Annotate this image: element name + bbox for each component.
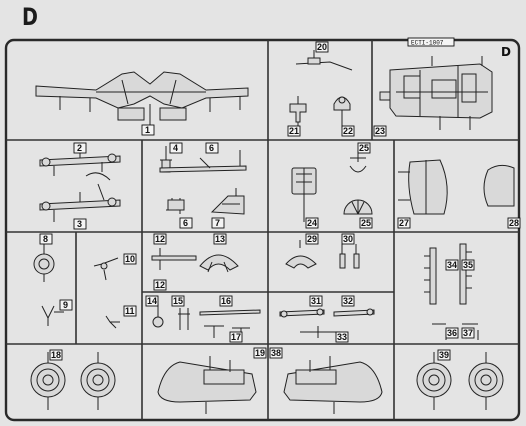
part-6-piece [166,198,185,214]
part-number-12-top: 12 [155,234,165,244]
part-11-lever [105,315,120,329]
part-number-19: 19 [255,348,265,358]
part-36-37-pins [432,323,479,340]
code-label-box [407,37,455,47]
part-34-leafspring [424,247,437,305]
part-number-25-top: 25 [359,143,369,153]
part-12-rod [151,248,197,270]
part-15-fork [178,308,190,330]
part-23-frame [379,56,493,130]
part-number-6: 6 [183,218,188,228]
part-number-20: 20 [317,42,327,52]
part-number-4: 4 [173,143,178,153]
part-number-36: 36 [447,328,457,338]
part-number-17: 17 [231,332,241,342]
part-number-12: 12 [155,280,165,290]
sprue-rails [6,40,519,420]
part-16-rod [199,309,261,316]
part-number-22: 22 [343,126,353,136]
part-3-arm [39,183,121,222]
part-35-leafspring [459,243,472,305]
part-number-3: 3 [77,219,82,229]
sprue-letter: D [22,3,39,31]
part-number-29: 29 [307,234,317,244]
part-10-lever [93,257,119,281]
part-39-wheel-right [468,352,504,410]
part-7-ramp [210,188,245,215]
part-14-ring [152,304,164,328]
part-39-wheel-left [416,352,452,410]
part-number-9: 9 [63,300,68,310]
part-25-fan [343,150,373,215]
part-29-hub [285,240,317,269]
part-number-31: 31 [311,296,321,306]
part-24-cab [291,167,317,222]
part-30-pins [339,244,360,269]
part-22-bracket [333,96,351,128]
part-number-7: 7 [215,218,220,228]
part-number-15: 15 [173,296,183,306]
part-8-wheel [33,244,55,282]
part-number-18: 18 [51,350,61,360]
part-20-rod [295,50,353,71]
part-number-25: 25 [361,218,371,228]
part-number-30: 30 [343,234,353,244]
part-number-34: 34 [447,260,457,270]
part-number-24: 24 [307,218,317,228]
part-number-21: 21 [289,126,299,136]
part-number-labels: 1 20 21 22 23 2 3 4 6 6 7 25 24 25 27 28… [39,41,521,361]
part-9-piece [41,305,64,326]
part-number-5: 6 [209,143,214,153]
part-28-mudguard [483,164,515,207]
part-number-10: 10 [125,254,135,264]
part-number-28: 28 [509,218,519,228]
part-21-bracket [289,96,307,130]
part-18-wheel-right [80,352,116,410]
part-number-32: 32 [343,296,353,306]
part-number-11: 11 [125,306,135,316]
part-1-beam [35,71,249,126]
part-number-14: 14 [147,296,157,306]
part-number-35: 35 [463,260,473,270]
corner-letter: D [501,45,511,59]
part-number-8: 8 [43,234,48,244]
part-number-23: 23 [375,126,385,136]
part-32-rod [333,308,375,317]
part-number-37: 37 [463,328,473,338]
part-27-mudguard [398,159,448,215]
part-number-38: 38 [271,348,281,358]
part-5-rod [159,150,247,173]
part-38-tank [283,356,383,414]
part-number-16: 16 [221,296,231,306]
part-31-rod [279,308,325,318]
part-number-33: 33 [337,332,347,342]
part-2-arm [39,148,121,181]
part-number-2: 2 [77,143,82,153]
part-number-13: 13 [215,234,225,244]
part-number-39: 39 [439,350,449,360]
sprue-frame [4,38,521,422]
code-label: ECTI-1007 [411,40,444,47]
part-18-wheel-left [30,352,66,410]
part-33-rod [300,326,340,338]
part-number-27: 27 [399,218,409,228]
part-17-tee [204,325,250,338]
part-number-1: 1 [145,125,150,135]
part-19-tank [157,356,257,414]
